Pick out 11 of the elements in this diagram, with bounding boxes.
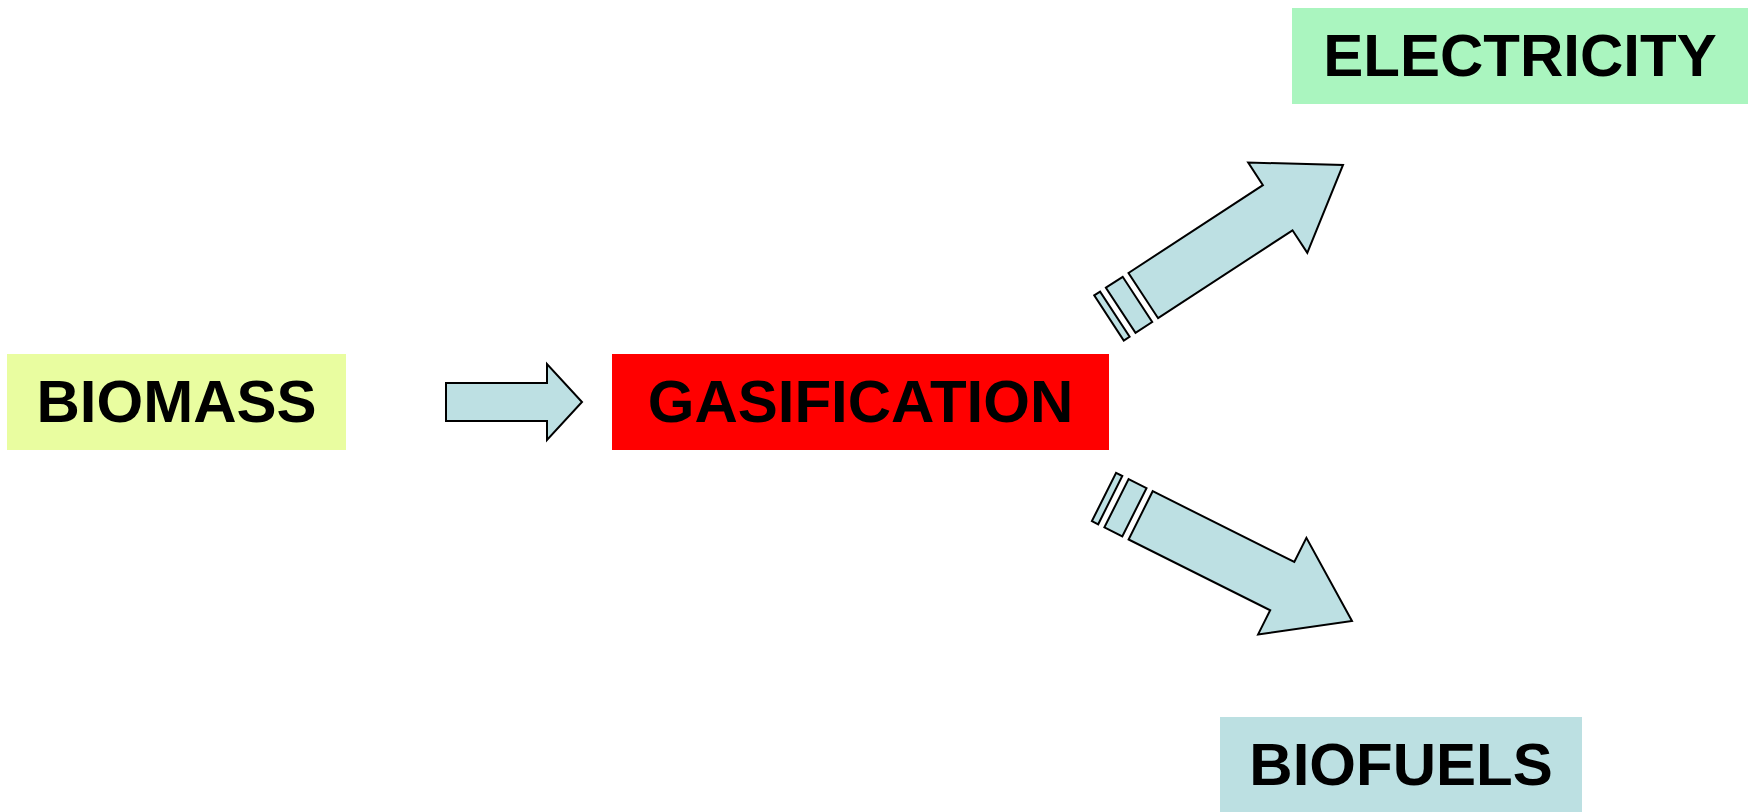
node-label: BIOFUELS (1249, 734, 1553, 795)
label-box (612, 354, 1109, 450)
node-label: BIOMASS (36, 372, 317, 432)
block-arrow (1090, 471, 1354, 636)
label-box (1292, 8, 1748, 104)
block-arrow (1092, 161, 1345, 342)
block-arrow (445, 361, 584, 443)
node-label: GASIFICATION (647, 372, 1074, 432)
node-label: ELECTRICITY (1323, 26, 1717, 86)
label-box (7, 354, 346, 450)
label-box (1220, 717, 1582, 812)
